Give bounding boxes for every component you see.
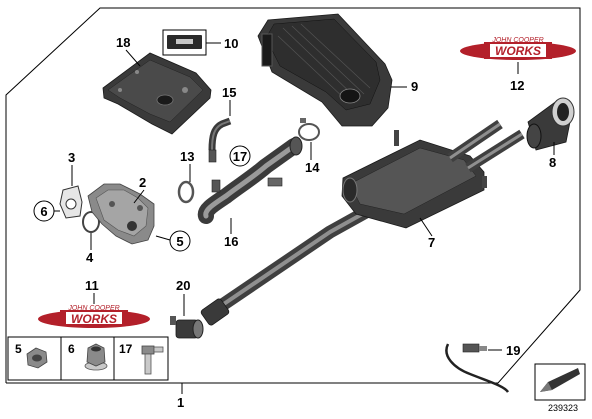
flange-nut-6 xyxy=(84,343,108,371)
callout-5: 5 xyxy=(176,234,183,249)
leader-2 xyxy=(133,189,145,204)
legend-label-6: 6 xyxy=(68,342,75,356)
callout-10: 10 xyxy=(224,36,238,51)
callout-20: 20 xyxy=(176,278,190,293)
callout-17: 17 xyxy=(233,149,247,164)
jcw-logo-11: JOHN COOPER WORKS xyxy=(38,305,150,328)
stud-17 xyxy=(141,345,164,375)
callout-19: 19 xyxy=(506,343,520,358)
tailpipe-tip xyxy=(526,97,575,151)
hex-nut-5 xyxy=(26,347,48,369)
logo-11-top: JOHN COOPER xyxy=(67,305,119,312)
callout-12: 12 xyxy=(510,78,524,93)
exhaust-system xyxy=(200,119,525,326)
callout-16: 16 xyxy=(224,234,238,249)
callout-18: 18 xyxy=(116,35,130,50)
ring-gasket-4 xyxy=(82,211,100,233)
leader-18 xyxy=(125,49,141,67)
assembly-frame xyxy=(5,7,581,384)
charge-pipe xyxy=(197,136,303,224)
exhaust-manifold xyxy=(87,183,155,245)
reference-box: 239323 xyxy=(534,363,586,413)
oxygen-sensor xyxy=(445,343,510,393)
logo-12-top: JOHN COOPER xyxy=(491,37,543,44)
legend-label-17: 17 xyxy=(119,342,133,356)
callout-2: 2 xyxy=(139,175,146,190)
gasket-3 xyxy=(59,185,83,219)
clamp-sleeve xyxy=(170,316,204,339)
callout-11: 11 xyxy=(85,278,99,293)
callout-1: 1 xyxy=(177,395,184,410)
callout-6: 6 xyxy=(40,204,47,219)
clamp-ring-13 xyxy=(177,180,195,204)
callout-17-circle: 17 xyxy=(229,145,251,167)
callout-9: 9 xyxy=(411,79,418,94)
leader-7 xyxy=(419,217,433,237)
callout-13: 13 xyxy=(180,149,194,164)
leader-5 xyxy=(155,235,171,241)
callout-14: 14 xyxy=(305,160,320,175)
callout-3: 3 xyxy=(68,150,75,165)
air-intake-housing xyxy=(257,13,393,127)
callout-4: 4 xyxy=(86,250,94,265)
logo-11-main: WORKS xyxy=(71,312,117,326)
callout-15: 15 xyxy=(222,85,236,100)
jcw-logo-12: JOHN COOPER WORKS xyxy=(460,37,576,60)
callout-7: 7 xyxy=(428,235,435,250)
callout-8: 8 xyxy=(549,155,556,170)
reference-code: 239323 xyxy=(548,403,578,413)
hose-clamp-14 xyxy=(298,118,320,141)
emblem-badge xyxy=(162,29,207,56)
fastener-legend-box: 5 6 17 xyxy=(7,336,169,381)
logo-12-main: WORKS xyxy=(495,44,541,58)
callout-6-circle: 6 xyxy=(33,200,55,222)
engine-cover-plate xyxy=(102,52,212,135)
callout-5-circle: 5 xyxy=(169,230,191,252)
legend-label-5: 5 xyxy=(15,342,22,356)
vacuum-hose xyxy=(208,117,232,163)
